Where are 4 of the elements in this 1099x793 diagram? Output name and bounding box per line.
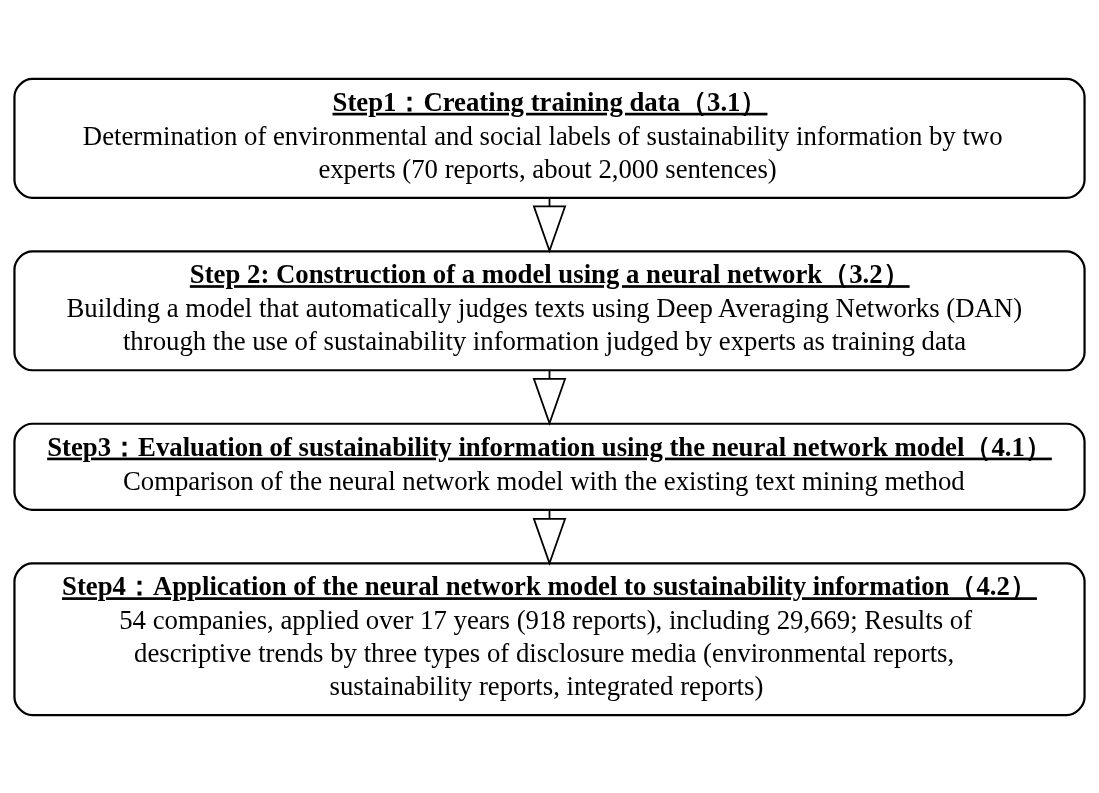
node-box: Step 2: Construction of a model using a neural network（3.2） Building a model that automatically judges texts using Deep Averaging Networks (DAN) through the use of sustainability information judged by experts as training data [13,249,1086,371]
node-box: Step1：Creating training data（3.1） Determination of environmental and social labels of sustainability information by two experts (70 reports, about 2,000 sentences) [13,77,1086,199]
node-box: Step4：Application of the neural network model to sustainability information（4.2） 54 companies, applied over 17 years (918 reports), including 29,669; Results of descriptive trends by three types of disclosure media (environmental reports, sustainability reports, integrated reports) [13,561,1086,716]
node-box: Step3：Evaluation of sustainability information using the neural network model（4.1） Comparison of the neural network model with the existing text mining method [13,422,1086,511]
